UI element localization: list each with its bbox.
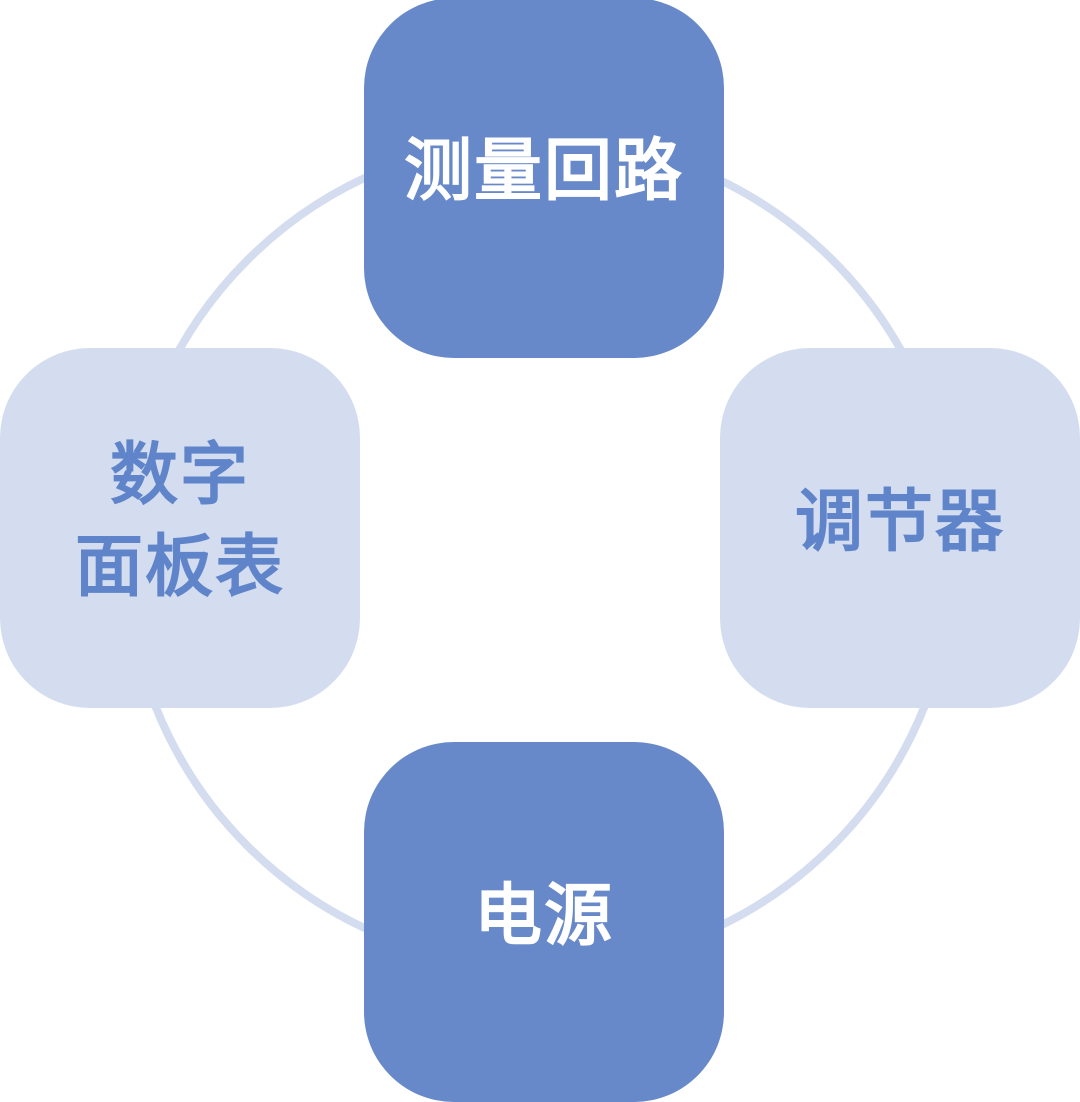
node-label: 电源	[473, 877, 614, 956]
node-label: 数字 面板表	[74, 436, 285, 607]
node-digital-panel-meter: 数字 面板表	[0, 348, 360, 708]
node-label: 测量回路	[403, 132, 684, 211]
node-measurement-loop: 测量回路	[364, 0, 724, 358]
node-label: 调节器	[794, 483, 1005, 562]
node-regulator: 调节器	[720, 348, 1080, 708]
node-power-supply: 电源	[364, 742, 724, 1102]
